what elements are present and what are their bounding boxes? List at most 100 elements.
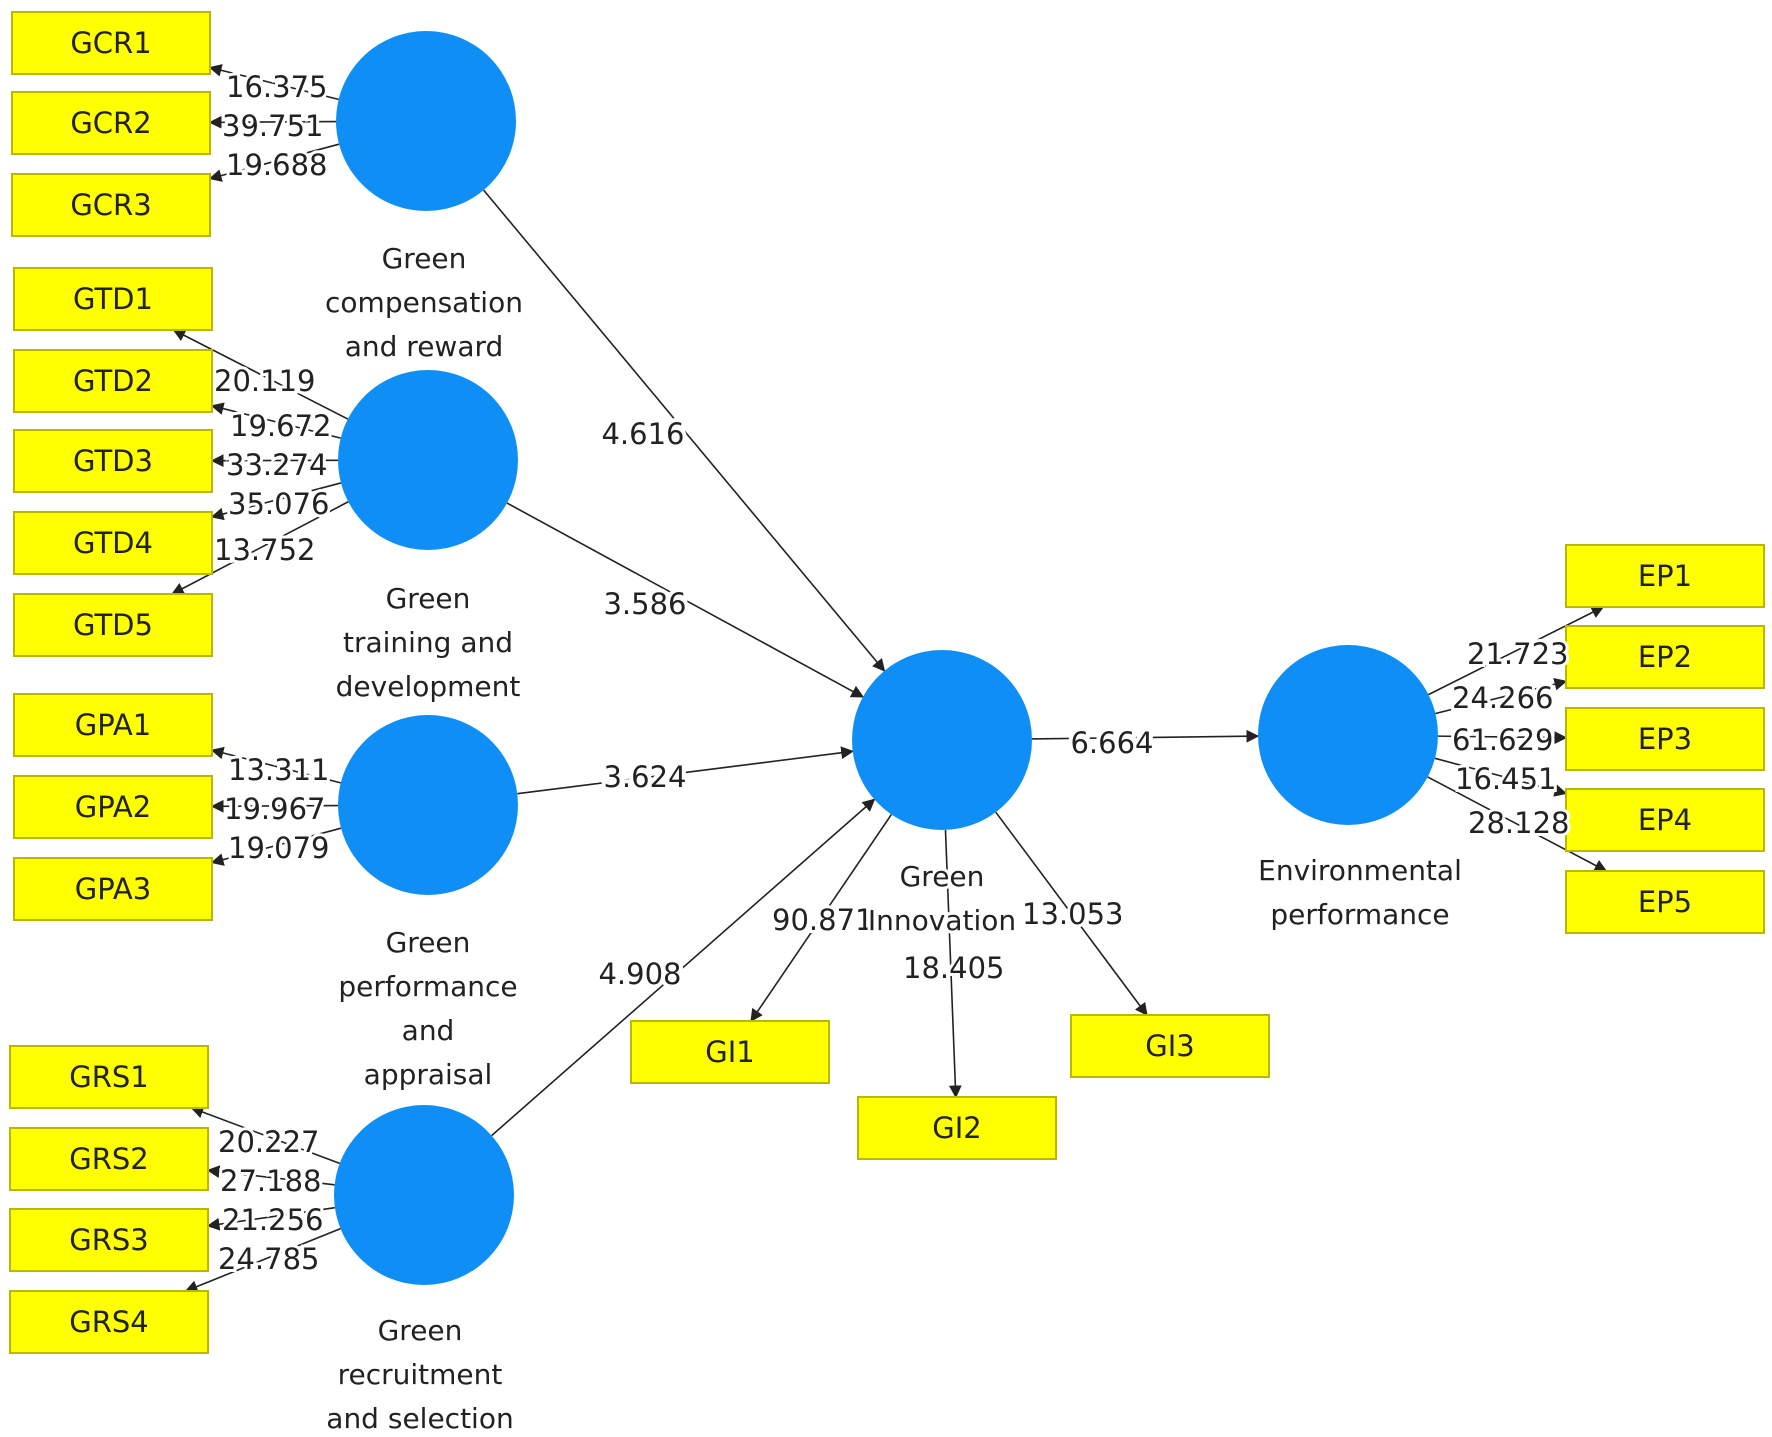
indicator-grs4[interactable]: GRS4	[9, 1290, 209, 1354]
indicator-ep3[interactable]: EP3	[1565, 707, 1765, 771]
loading-arrow-gtd2	[210, 402, 341, 439]
path-arrow-gcr-to-gi	[483, 189, 886, 672]
indicator-gcr3[interactable]: GCR3	[11, 173, 211, 237]
loading-value-ep4: 16.451	[1455, 762, 1556, 796]
latent-label-line: Environmental	[1258, 854, 1462, 887]
loading-arrow-gtd5	[171, 501, 349, 595]
indicator-gpa2[interactable]: GPA2	[13, 775, 213, 839]
loading-value-grs2: 27.188	[220, 1164, 321, 1198]
latent-label-line: performance	[1270, 898, 1449, 931]
indicator-box	[1565, 544, 1765, 608]
loading-value-gi2: 18.405	[903, 951, 1004, 985]
indicator-label: GRS2	[69, 1142, 148, 1176]
latent-label-line: Green	[900, 860, 985, 893]
latent-label-line: training and	[343, 626, 513, 659]
loading-value-ep5: 28.128	[1468, 806, 1569, 840]
path-arrow-grs-to-gi	[491, 798, 876, 1137]
latent-gtd-circle[interactable]	[338, 370, 518, 550]
latent-ep-label: Environmental performance	[1258, 854, 1462, 931]
loading-value-ep2: 24.266	[1452, 681, 1553, 715]
indicator-label: GRS1	[69, 1060, 148, 1094]
latent-gi-circle[interactable]	[852, 650, 1032, 830]
loading-arrow-gi3	[995, 811, 1148, 1017]
latent-label-line: Green	[386, 582, 471, 615]
indicator-gpa1[interactable]: GPA1	[13, 693, 213, 757]
loading-arrow-grs1	[190, 1106, 341, 1165]
indicator-box	[13, 349, 213, 413]
indicator-box	[9, 1290, 209, 1354]
loading-arrow-gcr2	[208, 115, 337, 129]
loading-value-gi3: 13.053	[1022, 897, 1123, 931]
loading-value-ep1: 21.723	[1467, 637, 1568, 671]
latent-label-line: appraisal	[364, 1058, 493, 1091]
indicator-ep5[interactable]: EP5	[1565, 870, 1765, 934]
indicator-grs3[interactable]: GRS3	[9, 1208, 209, 1272]
latent-label-line: and reward	[345, 330, 504, 363]
indicator-gi2[interactable]: GI2	[857, 1096, 1057, 1160]
indicator-grs1[interactable]: GRS1	[9, 1045, 209, 1109]
loading-value-gtd4: 35.076	[228, 487, 329, 521]
loading-value-gpa2: 19.967	[224, 792, 325, 826]
indicator-box	[13, 511, 213, 575]
loading-arrow-gi2	[944, 829, 962, 1099]
loading-value-gtd3: 33.274	[226, 448, 327, 482]
loading-arrow-gi1	[750, 813, 893, 1023]
latent-label-line: Innovation	[868, 904, 1016, 937]
latent-grs-circle[interactable]	[334, 1105, 514, 1285]
indicator-label: GRS4	[69, 1305, 148, 1339]
indicator-box	[13, 693, 213, 757]
indicator-gtd5[interactable]: GTD5	[13, 593, 213, 657]
indicator-box	[1565, 707, 1765, 771]
indicator-label: GCR3	[70, 188, 151, 222]
path-arrow-gi-to-ep	[1031, 729, 1260, 743]
indicator-box	[9, 1127, 209, 1191]
indicator-box	[13, 593, 213, 657]
indicator-label: GI2	[932, 1111, 981, 1145]
indicator-label: GPA2	[75, 790, 151, 824]
loading-arrow-gpa1	[210, 746, 341, 784]
indicator-gpa3[interactable]: GPA3	[13, 857, 213, 921]
latent-gcr-circle[interactable]	[336, 31, 516, 211]
latent-label-line: development	[336, 670, 521, 703]
latent-label-line: recruitment	[338, 1358, 503, 1391]
indicator-box	[13, 429, 213, 493]
loading-arrow-gcr1	[208, 64, 339, 101]
indicator-gcr1[interactable]: GCR1	[11, 11, 211, 75]
indicator-label: EP2	[1638, 640, 1692, 674]
indicator-gtd4[interactable]: GTD4	[13, 511, 213, 575]
indicator-box	[857, 1096, 1057, 1160]
indicator-label: GTD4	[73, 526, 153, 560]
loading-arrow-grs3	[206, 1206, 336, 1231]
loading-value-grs4: 24.785	[218, 1242, 319, 1276]
indicator-gi3[interactable]: GI3	[1070, 1014, 1270, 1078]
path-coefficient-gtd: 3.586	[603, 587, 686, 621]
loading-value-gcr3: 19.688	[226, 148, 327, 182]
indicator-label: GCR1	[70, 26, 151, 60]
indicator-gi1[interactable]: GI1	[630, 1020, 830, 1084]
indicator-label: GPA3	[75, 872, 151, 906]
loading-arrow-gcr3	[208, 143, 340, 182]
indicator-label: EP1	[1638, 559, 1692, 593]
indicator-gtd2[interactable]: GTD2	[13, 349, 213, 413]
indicator-label: EP4	[1638, 803, 1692, 837]
indicator-ep4[interactable]: EP4	[1565, 788, 1765, 852]
loading-value-grs3: 21.256	[222, 1203, 323, 1237]
indicator-box	[1070, 1014, 1270, 1078]
loading-arrow-grs4	[184, 1227, 341, 1293]
indicator-ep2[interactable]: EP2	[1565, 625, 1765, 689]
loading-arrow-ep4	[1434, 757, 1568, 797]
indicator-label: GTD5	[73, 608, 153, 642]
indicator-gcr2[interactable]: GCR2	[11, 91, 211, 155]
latent-ep-circle[interactable]	[1258, 645, 1438, 825]
indicator-gtd1[interactable]: GTD1	[13, 267, 213, 331]
indicator-ep1[interactable]: EP1	[1565, 544, 1765, 608]
latent-gpa-circle[interactable]	[338, 715, 518, 895]
indicator-box	[1565, 625, 1765, 689]
indicator-grs2[interactable]: GRS2	[9, 1127, 209, 1191]
indicator-gtd3[interactable]: GTD3	[13, 429, 213, 493]
